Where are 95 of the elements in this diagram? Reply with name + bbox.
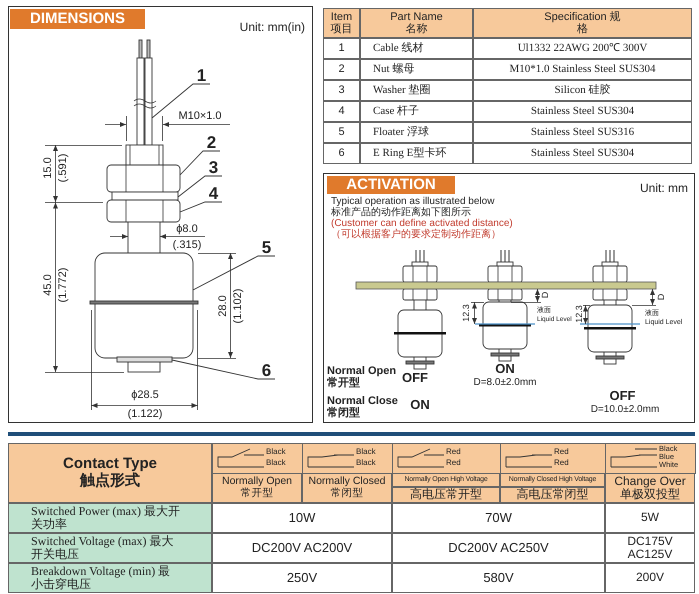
table-cell: Nut 螺母 <box>360 59 473 80</box>
callout-number: 1 <box>193 68 210 84</box>
table-cell: Silicon 硅胶 <box>473 80 692 101</box>
table-cell: 10W <box>212 503 392 533</box>
table-cell: Ul1332 22AWG 200℃ 300V <box>473 38 692 59</box>
leader-line <box>192 256 276 290</box>
table-cell: 5 <box>323 122 360 143</box>
e-ring-drawing <box>116 356 172 372</box>
note-text: （可以根据客户的要求定制动作距离） <box>331 229 502 241</box>
wire-color-label: Red <box>446 459 462 468</box>
table-cell: Change Over 单极双投型 <box>605 473 695 503</box>
dimension-label: ϕ8.0 <box>175 223 199 235</box>
table-cell: Specification 规格 <box>473 8 692 38</box>
distance-label: D=8.0±2.0mm <box>472 377 538 389</box>
table-cell: M10*1.0 Stainless Steel SUS304 <box>473 59 692 80</box>
section-header: ACTIVATION <box>327 176 455 194</box>
wire-color-label: Red <box>554 459 570 468</box>
table-cell: 高电压常开型 <box>392 487 500 503</box>
table-cell: Normally Closed 常闭型 <box>302 473 392 503</box>
table-cell: DC175V AC125V <box>605 533 695 563</box>
table-cell: Stainless Steel SUS304 <box>473 101 692 122</box>
state-label: ON <box>494 362 516 377</box>
state-label: OFF <box>608 389 636 404</box>
table-cell: Stainless Steel SUS316 <box>473 122 692 143</box>
unit-note: Unit: mm <box>639 181 688 197</box>
leader-line <box>178 176 222 198</box>
table-cell: Item 项目 <box>323 8 360 38</box>
leader-line <box>152 84 210 118</box>
wire-color-label: Black <box>266 459 287 468</box>
table-cell: Contact Type 触点形式 <box>8 443 212 503</box>
callout-number: 6 <box>258 363 275 379</box>
row-heading: Normal Close 常闭型 <box>327 394 399 420</box>
dimension-label: (.591) <box>57 152 69 184</box>
state-label: ON <box>409 398 431 413</box>
note-text: Typical operation as illustrated below <box>331 196 496 208</box>
callout-number: 3 <box>205 160 222 176</box>
table-cell: Washer 垫圈 <box>360 80 473 101</box>
note-text: 标准产品的动作距离如下图所示 <box>331 207 472 218</box>
table-cell: 70W <box>392 503 605 533</box>
state-label: OFF <box>401 371 429 386</box>
table-cell: 高电压常闭型 <box>500 487 605 503</box>
table-cell: E Ring E型卡环 <box>360 143 473 164</box>
leader-line <box>172 360 276 380</box>
table-cell: 5W <box>605 503 695 533</box>
table-cell: Switched Voltage (max) 最大开关电压 <box>8 533 212 563</box>
table-cell: 6 <box>323 143 360 164</box>
table-cell: Part Name 名称 <box>360 8 473 38</box>
table-cell: DC200V AC250V <box>392 533 605 563</box>
table-cell: 2 <box>323 59 360 80</box>
dimension-label: ϕ28.5 <box>130 389 160 402</box>
leader-line <box>180 202 222 212</box>
dimension-label: 45.0 <box>42 273 54 298</box>
table-cell: 200V <box>605 563 695 593</box>
nut-drawing <box>106 144 180 192</box>
table-cell: Case 杆子 <box>360 101 473 122</box>
dimension-label: D <box>540 290 550 300</box>
wire-color-label: Black <box>266 448 287 457</box>
table-cell: Stainless Steel SUS304 <box>473 143 692 164</box>
distance-label: D=10.0±2.0mm <box>590 404 660 416</box>
wire-color-label: Red <box>446 448 462 457</box>
table-cell: 4 <box>323 101 360 122</box>
wire-color-label: Red <box>554 448 570 457</box>
dimension-label: (1.122) <box>126 408 164 421</box>
dimension-label: M10×1.0 <box>177 110 223 123</box>
leader-line <box>180 150 220 176</box>
table-cell: 580V <box>392 563 605 593</box>
table-cell: 250V <box>212 563 392 593</box>
table-cell: Switched Power (max) 最大开关功率 <box>8 503 212 533</box>
table-cell: Normally Open 常开型 <box>212 473 302 503</box>
table-cell: 1 <box>323 38 360 59</box>
table-cell: DC200V AC200V <box>212 533 392 563</box>
section-header: DIMENSIONS <box>10 9 145 29</box>
washer-drawing <box>112 192 178 200</box>
dimension-label: 28.0 <box>217 294 229 319</box>
dimension-label: (.315) <box>172 239 202 251</box>
table-cell: 3 <box>323 80 360 101</box>
callout-number: 2 <box>203 135 220 151</box>
callout-number: 5 <box>258 240 275 256</box>
wire-color-label: Black <box>356 459 377 468</box>
row-heading: Normal Open 常开型 <box>327 364 398 390</box>
dimension-label: 12.3 <box>461 303 471 324</box>
dimension-label: D <box>656 292 666 302</box>
dimension-label: 15.0 <box>42 156 54 181</box>
callout-number: 4 <box>205 186 222 202</box>
dimension-label: 12.3 <box>574 304 584 325</box>
unit-note: Unit: mm(in) <box>238 20 305 36</box>
table-cell: Breakdown Voltage (min) 最小击穿电压 <box>8 563 212 593</box>
table-cell: Cable 线材 <box>360 38 473 59</box>
dimension-label: (1.102) <box>232 288 244 326</box>
cable-drawing <box>134 40 156 146</box>
note-text: (Customer can define activated distance) <box>331 218 514 230</box>
table-cell: Floater 浮球 <box>360 122 473 143</box>
float-drawing <box>90 252 198 358</box>
wire-color-label: Black <box>356 448 377 457</box>
dimension-label: (1.772) <box>57 266 69 304</box>
